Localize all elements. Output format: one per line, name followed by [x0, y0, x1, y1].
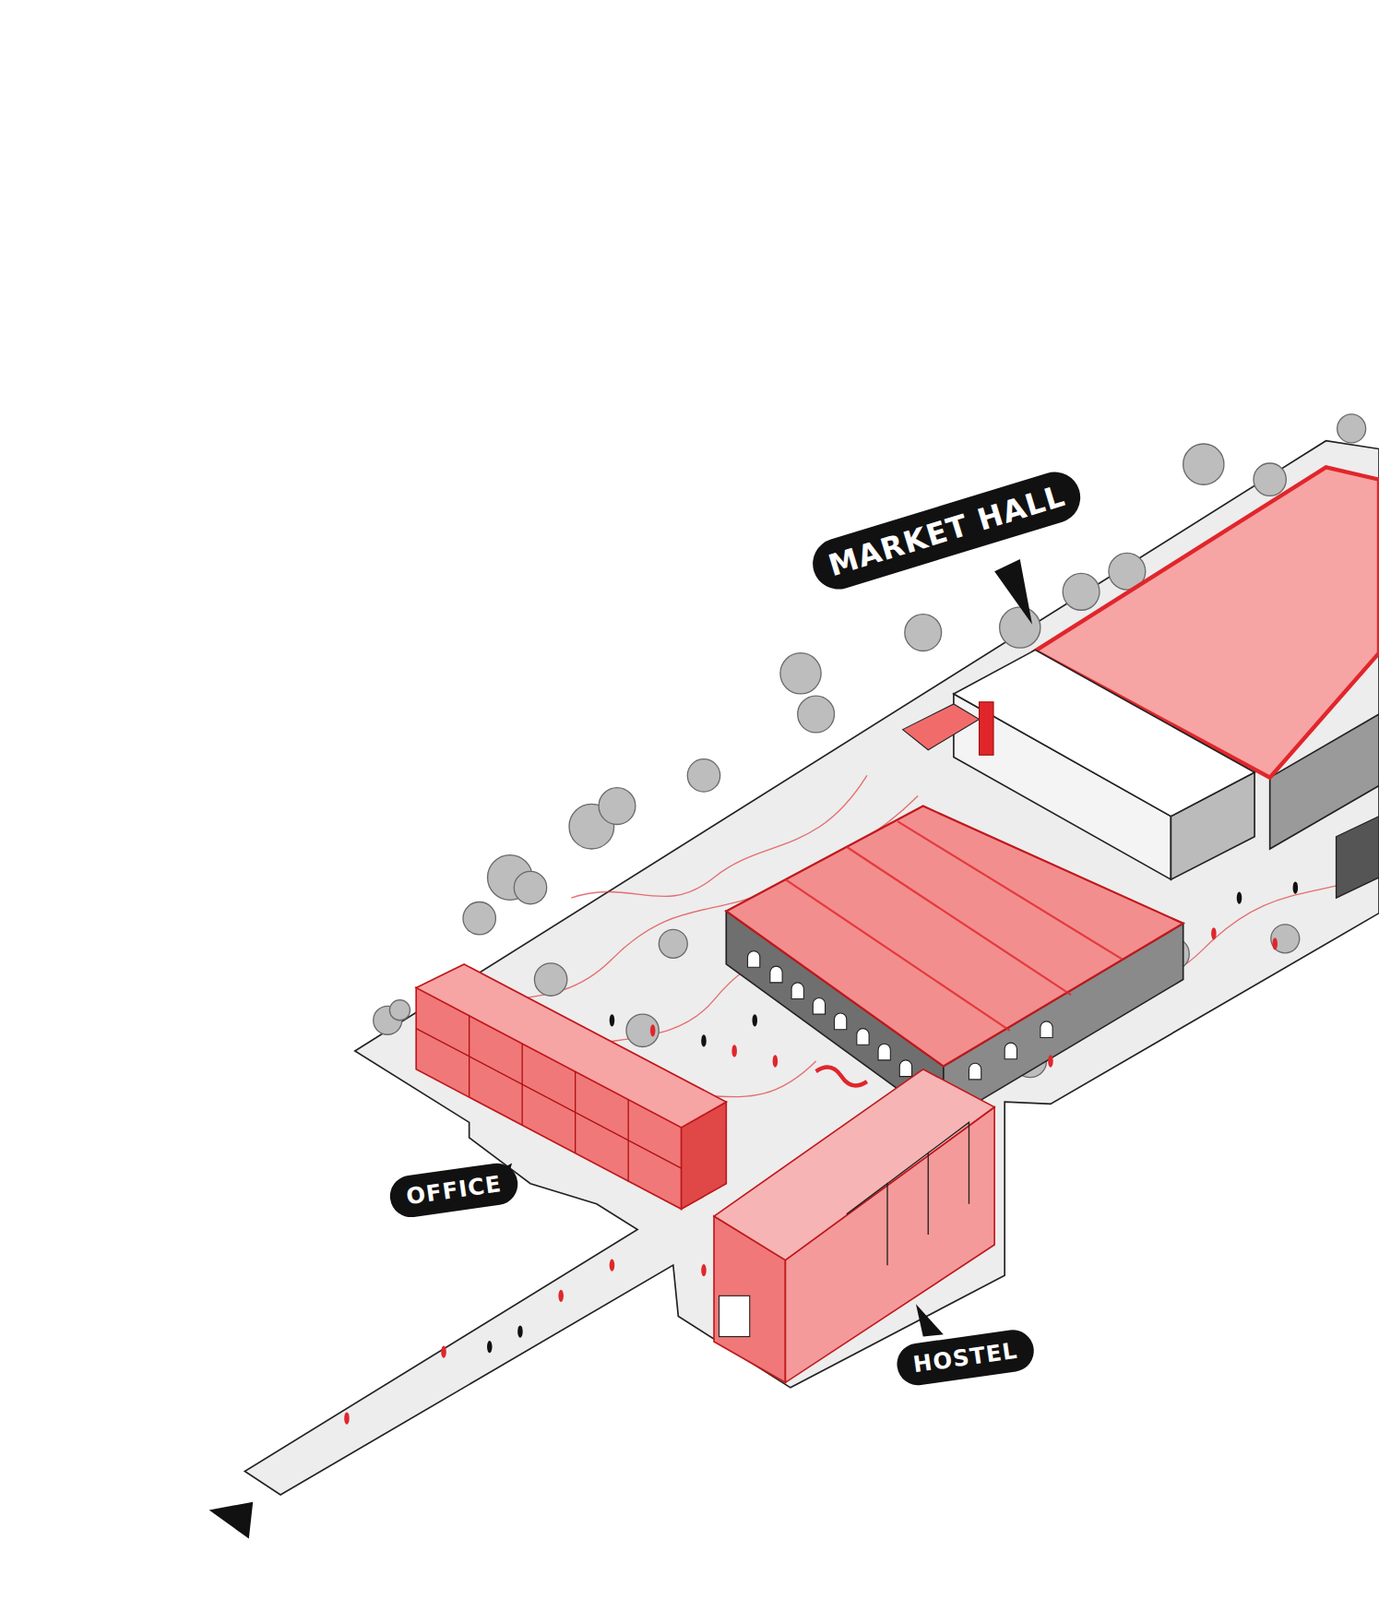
office-roof	[416, 963, 726, 1128]
trees	[373, 414, 1367, 1186]
people	[344, 880, 1298, 1424]
office-grid	[416, 1014, 682, 1181]
view-arrow	[209, 1501, 254, 1539]
roof-strips	[784, 820, 1122, 1031]
bubble-tail	[915, 1303, 944, 1336]
red-tower	[979, 701, 994, 756]
hostel-roof	[713, 1069, 995, 1261]
bubble-tail	[994, 558, 1033, 625]
site-ground	[244, 440, 1379, 1495]
shed-roof	[725, 806, 1183, 1067]
hostel-door	[719, 1295, 750, 1336]
callout-bubble: MARKET HALL	[806, 465, 1087, 596]
callout-label: OFFICE	[404, 1169, 504, 1209]
callout-label: HOSTEL	[911, 1336, 1020, 1377]
hostel-frames	[846, 1121, 970, 1265]
callout-bubble: OFFICE	[387, 1159, 521, 1219]
terrace	[903, 703, 980, 750]
callout-label: MARKET HALL	[824, 477, 1070, 583]
white-block-roof	[953, 649, 1255, 816]
red-object	[816, 1067, 868, 1086]
market-hall-annex	[1336, 816, 1379, 898]
callout-bubble: HOSTEL	[893, 1326, 1036, 1388]
